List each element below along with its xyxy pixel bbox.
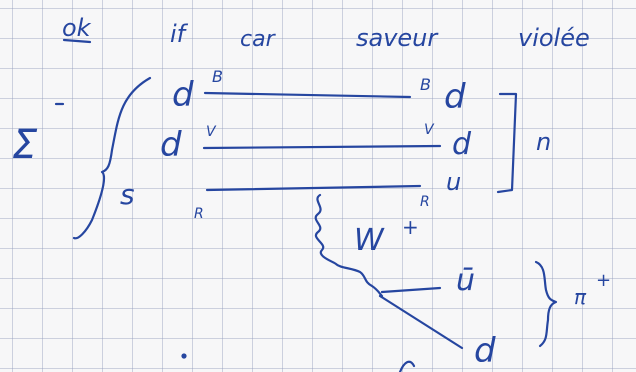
header-word-violee: violée [518,24,590,52]
quark-line-2 [202,144,442,150]
row3-left-quark: s [120,178,135,211]
decay-line-lower [378,294,464,350]
row3-right-quark: u [446,168,461,196]
row2-right-super: V [424,122,435,138]
header-word-car: car [240,27,277,52]
w-boson-wiggle [314,193,384,298]
header-word-saveur: saveur [356,24,439,52]
w-boson-charge: + [402,215,419,239]
stray-dot [181,353,187,359]
right-bracket [496,92,518,194]
row1-left-super: B [212,67,223,86]
ok-underline [62,38,92,44]
row2-right-quark: d [452,127,472,162]
pion-charge: + [596,270,611,291]
pion-brace [534,260,558,348]
header-word-if: if [170,20,189,48]
row1-right-super: B [420,75,431,94]
pion-label: π [574,285,587,309]
quark-line-1 [203,91,412,99]
row1-left-quark: d [172,75,194,115]
row2-left-super: V [206,124,217,140]
header-word-ok: ok [62,14,92,42]
w-boson-label: W [354,223,385,258]
row2-left-quark: d [160,125,182,165]
row1-right-quark: d [444,77,466,117]
group-label-n: n [536,128,551,156]
decay-line-upper [380,286,442,294]
partial-stroke [398,360,416,372]
row3-left-sub: R [194,206,204,222]
sigma-symbol: Σ [12,122,38,168]
row3-right-sub: R [420,194,430,210]
left-brace [72,76,152,240]
quark-line-3 [205,184,422,192]
decay-upper-antiquark: ū [456,263,475,298]
decay-lower-quark: d [474,331,496,371]
